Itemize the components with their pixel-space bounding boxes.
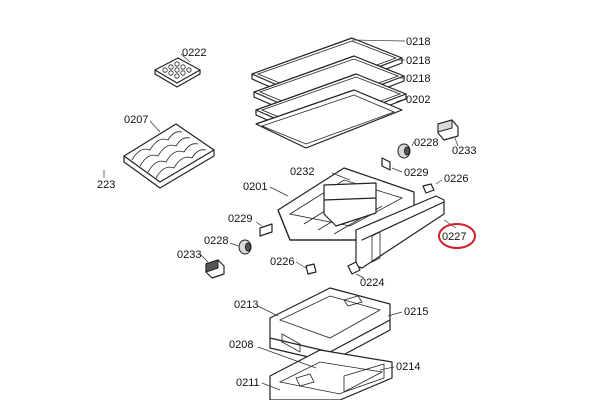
label-0226-upper: 0226 — [444, 173, 468, 185]
label-0218-1: 0218 — [406, 36, 430, 48]
label-0229-upper: 0229 — [404, 167, 428, 179]
label-0228-upper: 0228 — [414, 137, 438, 149]
label-0232: 0232 — [290, 166, 314, 178]
label-0229-lower: 0229 — [228, 213, 252, 225]
label-0222: 0222 — [182, 47, 206, 59]
label-0213: 0213 — [234, 299, 258, 311]
label-0215: 0215 — [404, 306, 428, 318]
bracket-part-lower — [305, 263, 317, 275]
label-0218-2: 0218 — [406, 55, 430, 67]
clip-part-lower — [205, 259, 225, 279]
label-0208: 0208 — [229, 339, 253, 351]
roller-part-lower — [238, 239, 252, 255]
label-0211: 0211 — [236, 377, 260, 389]
freezer-drawer-upper — [269, 287, 391, 363]
label-0202: 0202 — [406, 94, 430, 106]
hinge-part-lower — [347, 261, 361, 275]
label-0227: 0227 — [442, 231, 466, 243]
bottle-rack-part — [123, 123, 215, 189]
pin-part-upper — [381, 157, 391, 171]
label-0228-lower: 0228 — [204, 235, 228, 247]
label-0201: 0201 — [243, 181, 267, 193]
clip-part-upper — [437, 119, 459, 141]
label-0207: 0207 — [124, 114, 148, 126]
label-0233-upper: 0233 — [452, 145, 476, 157]
label-0224: 0224 — [360, 277, 384, 289]
glass-plate-bottom — [255, 89, 403, 149]
label-0218-3: 0218 — [406, 73, 430, 85]
freezer-drawer-lower — [269, 349, 393, 400]
roller-part-upper — [397, 143, 411, 159]
highlight-circle-0227 — [438, 223, 476, 249]
label-0233-lower: 0233 — [177, 249, 201, 261]
pin-part-lower — [259, 223, 273, 237]
label-0226-lower: 0226 — [270, 256, 294, 268]
bracket-part-upper — [422, 183, 435, 194]
egg-tray-part — [154, 57, 201, 88]
label-223: 223 — [97, 179, 115, 191]
label-0214: 0214 — [396, 361, 420, 373]
